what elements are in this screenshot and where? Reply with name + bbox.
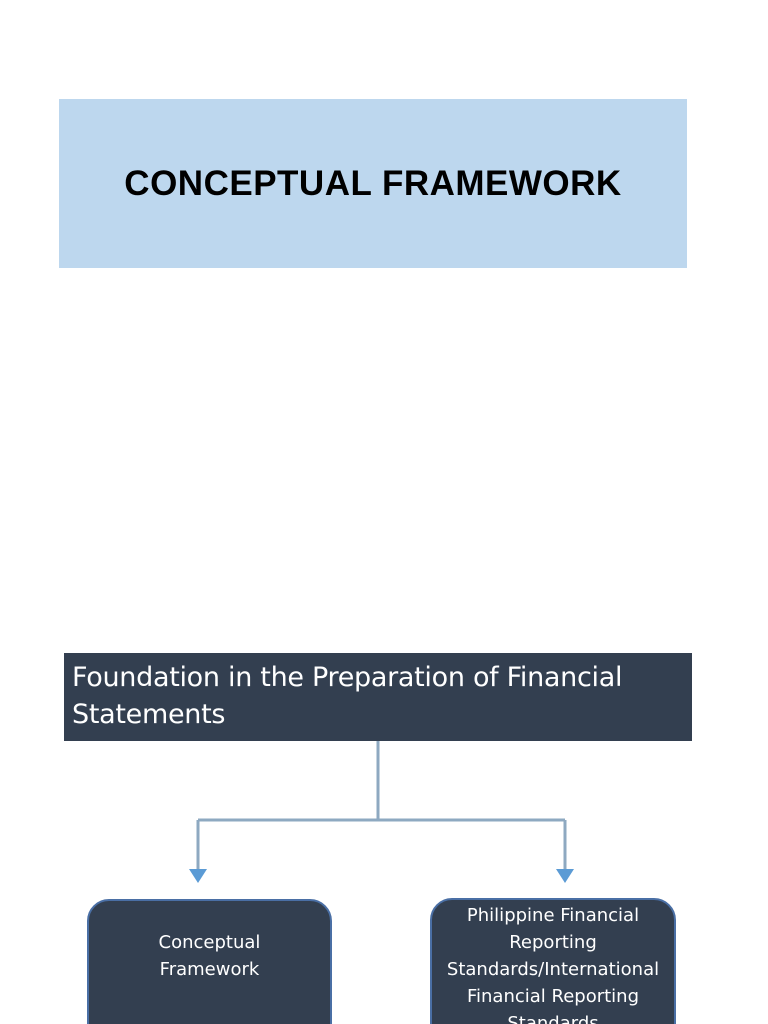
foundation-heading: Foundation in the Preparation of Financi… <box>72 662 623 730</box>
foundation-heading-box: Foundation in the Preparation of Financi… <box>64 653 692 741</box>
slide-title: CONCEPTUAL FRAMEWORK <box>124 163 622 203</box>
node-label: Philippine Financial Reporting Standards… <box>446 905 660 1024</box>
node-pfrs-ifrs: Philippine Financial Reporting Standards… <box>430 898 676 1024</box>
node-label: Conceptual Framework <box>158 932 261 980</box>
arrow-down-icon <box>189 869 207 883</box>
title-banner: CONCEPTUAL FRAMEWORK <box>59 99 687 268</box>
arrow-down-icon <box>556 869 574 883</box>
node-conceptual-framework: Conceptual Framework <box>87 899 332 1024</box>
